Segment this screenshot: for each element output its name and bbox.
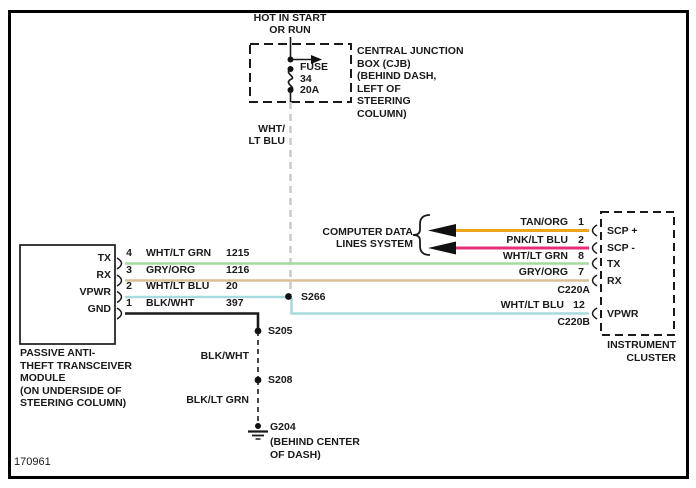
wire-label-wht-lt-grn: WHT/LT GRN [502,249,568,262]
cluster-pin2-connector-icon [591,241,598,255]
pin-number-8: 8 [578,249,584,262]
cluster-signal-scp-plus: SCP + [607,224,638,237]
cluster-signal-scp-minus: SCP - [607,242,635,254]
module-circuit-20: 20 [226,280,238,292]
ground-note: (BEHIND CENTER OF DASH) [270,436,360,461]
diagram-border [8,10,689,479]
connector-c220b-label: C220B [557,316,590,328]
wire-label-tan-org: TAN/ORG [520,216,568,228]
module-pin-2: 2 [126,280,132,292]
connector-c220a-label: C220A [557,284,590,296]
module-pin2-connector-icon [116,290,123,304]
fuse-rating: 20A [300,84,320,96]
module-caption: PASSIVE ANTI- THEFT TRANSCEIVER MODULE (… [20,347,133,410]
module-signal-vpwr: VPWR [79,286,112,298]
module-pin-4: 4 [126,246,132,259]
ground-node [255,423,261,429]
cluster-pin12-connector-icon [591,307,598,320]
wire-blk-wht [125,312,260,331]
module-wire-1: BLK/WHT [146,296,195,309]
pin-number-1: 1 [578,216,584,228]
wire-wht-lt-blu-cluster [290,298,589,315]
module-pin3-connector-icon [116,274,123,287]
fuse-name: FUSE [300,61,329,73]
fuse-number: 34 [300,72,312,85]
module-circuit-1216: 1216 [226,263,250,276]
splice-s266-label: S266 [301,290,326,303]
cluster-pin1-connector-icon [591,224,598,237]
module-circuit-1215: 1215 [226,246,250,259]
module-signal-gnd: GND [87,302,111,315]
cluster-signal-tx: TX [607,257,621,270]
ground-wire-upper-label: BLK/WHT [200,350,249,362]
power-source-label: HOT IN START OR RUN [253,12,327,36]
cjb-box [249,43,352,103]
module-box [19,244,116,345]
cluster-signal-vpwr: VPWR [607,307,639,320]
diagram-number: 170961 [14,456,51,468]
data-lines-brace-icon [412,214,431,256]
cluster-pin8-connector-icon [591,257,598,270]
splice-s266-node [285,293,292,300]
scp-plus-arrow-icon [428,224,456,237]
branch-arrow-icon [311,55,322,64]
splice-s208-label: S208 [268,374,293,386]
cluster-pin7-connector-icon [591,274,598,287]
pin-number-2: 2 [578,233,584,246]
feed-wire-label: WHT/ LT BLU [248,123,285,147]
module-pin1-connector-icon [116,307,123,320]
module-wire-3: GRY/ORG [146,263,196,276]
ground-id-label: G204 [270,421,296,433]
module-wire-4: WHT/LT GRN [146,246,212,259]
module-wire-2: WHT/LT BLU [146,280,210,292]
module-pin-3: 3 [126,263,132,276]
pin-number-12: 12 [573,299,585,311]
wire-label-pnk-lt-blu: PNK/LT BLU [506,233,568,246]
wire-label-wht-lt-blu: WHT/LT BLU [500,299,564,311]
cluster-box [600,211,675,336]
computer-data-lines-label: COMPUTER DATA LINES SYSTEM [322,226,413,250]
module-pin-1: 1 [126,296,132,309]
scp-minus-arrow-icon [428,241,456,255]
module-signal-tx: TX [97,252,111,264]
cluster-signal-rx: RX [607,274,622,287]
module-circuit-397: 397 [226,296,244,309]
cluster-caption: INSTRUMENT CLUSTER [607,339,676,364]
pin-number-7: 7 [578,266,584,278]
ground-wire-lower-label: BLK/LT GRN [186,394,249,406]
cjb-note: CENTRAL JUNCTION BOX (CJB) (BEHIND DASH,… [357,45,464,120]
splice-s205-label: S205 [268,325,293,337]
fuse-element-icon [287,68,294,91]
module-pin4-connector-icon [116,257,123,270]
module-signal-rx: RX [96,269,111,281]
wire-label-gry-org: GRY/ORG [518,266,568,278]
